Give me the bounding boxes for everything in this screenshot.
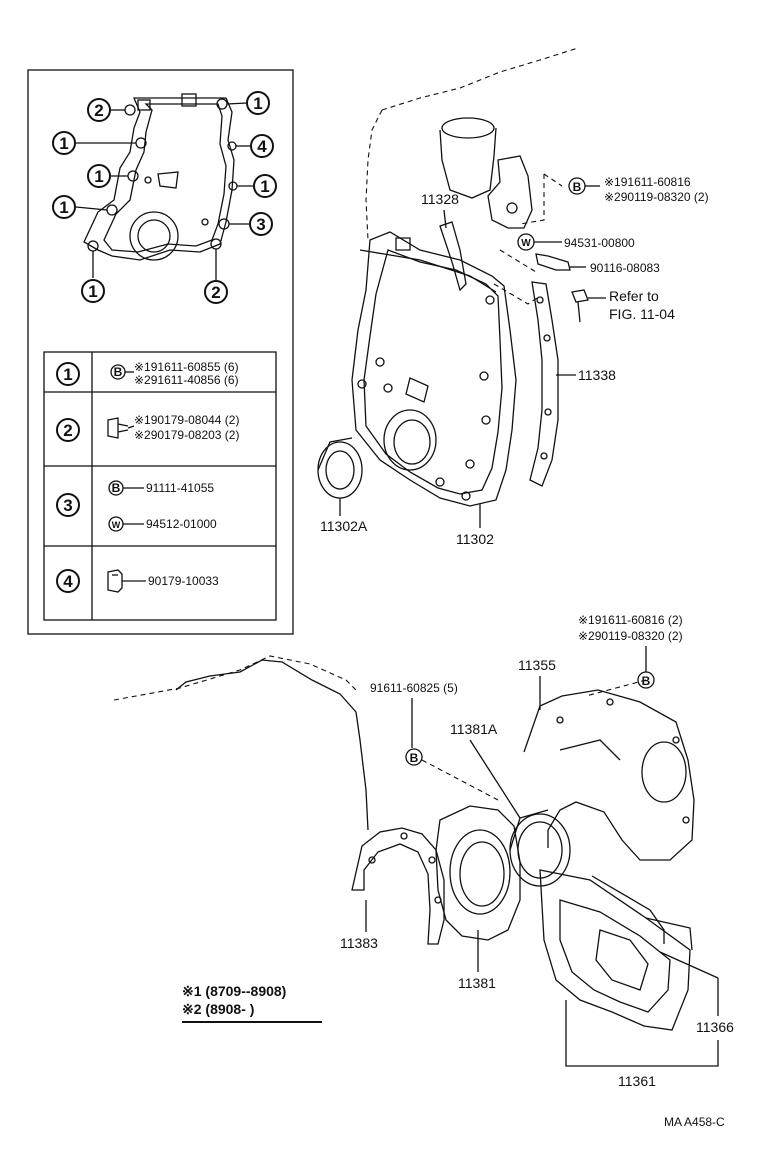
part-11381A: 11381A [450,721,498,737]
row2-part-line1: ※190179-08044 (2) [134,413,239,427]
rear-plate-assembly: ※191611-60816 (2) ※290119-08320 (2) B 11… [113,613,734,1089]
legend-line1: ※1 (8709--8908) [182,983,286,999]
svg-text:B: B [573,180,582,194]
svg-text:B: B [642,674,651,688]
washer-part: 94531-00800 [564,236,635,250]
part-11361: 11361 [618,1073,656,1089]
bottom-bolt-line2: ※290119-08320 (2) [578,629,683,643]
callout-1: 1 [52,195,76,219]
svg-text:B: B [112,481,121,495]
callout-1: 1 [253,174,277,198]
row1-part-line2: ※291611-40856 (6) [134,373,239,387]
part-11328: 11328 [421,191,459,207]
callout-2: 2 [87,98,111,122]
oil-seal-11302A [317,437,363,499]
svg-text:2: 2 [63,421,72,440]
row3-part-line2: 94512-01000 [146,517,217,531]
svg-text:1: 1 [260,177,269,196]
washer-icon: W [108,516,124,532]
inset-panel: 2 1 1 1 1 1 4 1 3 2 1 2 3 4 B ※191611-60… [27,69,294,635]
svg-text:B: B [114,365,123,379]
callout-2: 2 [204,280,228,304]
legend-line2: ※2 (8908- ) [182,1001,254,1017]
bottom-bolt2: 91611-60825 (5) [370,681,458,695]
part-11302: 11302 [456,531,494,547]
callout-1: 1 [81,279,105,303]
callout-4: 4 [250,134,274,158]
svg-text:1: 1 [253,94,262,113]
stud-icon [535,253,571,271]
svg-text:3: 3 [256,215,265,234]
svg-text:1: 1 [59,198,68,217]
row3-part-line1: 91111-41055 [146,481,214,495]
svg-text:4: 4 [257,137,267,156]
washer-icon: W [517,233,535,251]
top-bolt-line1: ※191611-60816 [604,175,691,189]
svg-text:1: 1 [59,134,68,153]
row4-part-line1: 90179-10033 [148,574,219,588]
svg-text:2: 2 [211,283,220,302]
row2-part-line2: ※290179-08203 (2) [134,428,239,442]
fastener-table: 1 2 3 4 B ※191611-60855 (6) ※291611-4085… [43,351,277,621]
refer-bolt-icon [571,289,589,323]
bolt-icon: B [405,748,423,766]
row-1-number: 1 [56,362,80,386]
stud-part: 90116-08083 [590,261,660,275]
bolt-icon: B [108,480,124,496]
part-11302A: 11302A [320,518,368,534]
svg-text:1: 1 [88,282,97,301]
callout-1: 1 [52,131,76,155]
row-3-number: 3 [56,493,80,517]
part-11381: 11381 [458,975,496,991]
figure-code: MA A458-C [664,1115,725,1129]
part-11338: 11338 [578,367,616,383]
callout-3: 3 [249,212,273,236]
row-2-number: 2 [56,418,80,442]
bolt-icon: B [637,671,655,689]
refer-to-label: Refer to [609,288,659,304]
stud-icon [107,569,123,593]
svg-text:1: 1 [94,167,103,186]
bolt-icon: B [110,364,126,380]
top-bolt-line2: ※290119-08320 (2) [604,190,709,204]
callout-1: 1 [87,164,111,188]
svg-text:1: 1 [63,365,72,384]
svg-text:2: 2 [94,101,103,120]
part-11366: 11366 [696,1019,734,1035]
model-year-legend: ※1 (8709--8908) ※2 (8908- ) [182,983,322,1023]
refer-fig-label: FIG. 11-04 [609,306,675,322]
svg-text:B: B [410,751,419,765]
part-11355: 11355 [518,657,556,673]
svg-text:4: 4 [63,572,73,591]
svg-text:W: W [521,238,531,249]
callout-1: 1 [246,91,270,115]
part-11383: 11383 [340,935,378,951]
row1-part-line1: ※191611-60855 (6) [134,360,239,374]
row-4-number: 4 [56,569,80,593]
bolt-icon: B [568,177,586,195]
bottom-bolt-line1: ※191611-60816 (2) [578,613,683,627]
svg-text:W: W [112,520,121,530]
stud-bolt-icon [107,417,129,439]
timing-cover-assembly: B ※191611-60816 ※290119-08320 (2) W 9453… [317,47,709,547]
svg-text:3: 3 [63,496,72,515]
